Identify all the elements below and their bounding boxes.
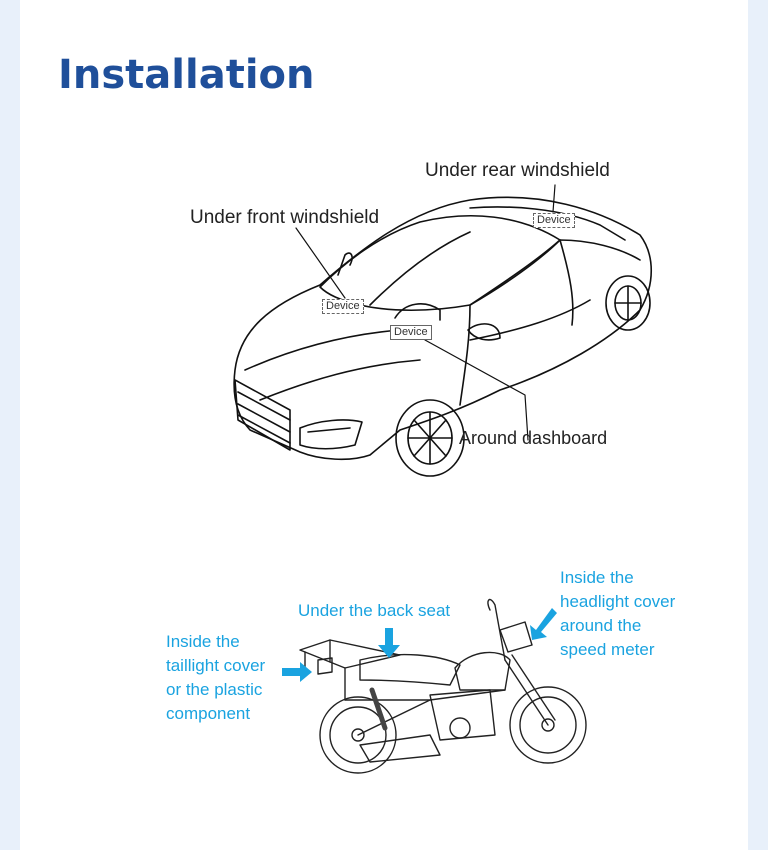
label-taillight-line-4: component <box>166 704 251 723</box>
content-card <box>20 0 748 850</box>
label-headlight-line-4: speed meter <box>560 640 655 659</box>
label-taillight: Inside the taillight cover or the plasti… <box>166 630 265 726</box>
label-headlight-line-3: around the <box>560 616 642 635</box>
device-tag-front: Device <box>322 299 364 314</box>
device-tag-rear: Device <box>533 213 575 228</box>
label-taillight-line-3: or the plastic <box>166 680 263 699</box>
label-under-back-seat: Under the back seat <box>298 601 451 620</box>
label-under-front-windshield: Under front windshield <box>190 207 380 228</box>
label-headlight-line-2: headlight cover <box>560 592 676 611</box>
page-title: Installation <box>58 52 315 98</box>
label-under-rear-windshield: Under rear windshield <box>425 160 610 181</box>
label-around-dashboard: Around dashboard <box>459 428 608 448</box>
label-headlight-line-1: Inside the <box>560 568 634 587</box>
label-taillight-line-1: Inside the <box>166 632 240 651</box>
device-tag-dashboard: Device <box>390 325 432 340</box>
label-headlight: Inside the headlight cover around the sp… <box>560 566 675 662</box>
label-taillight-line-2: taillight cover <box>166 656 266 675</box>
